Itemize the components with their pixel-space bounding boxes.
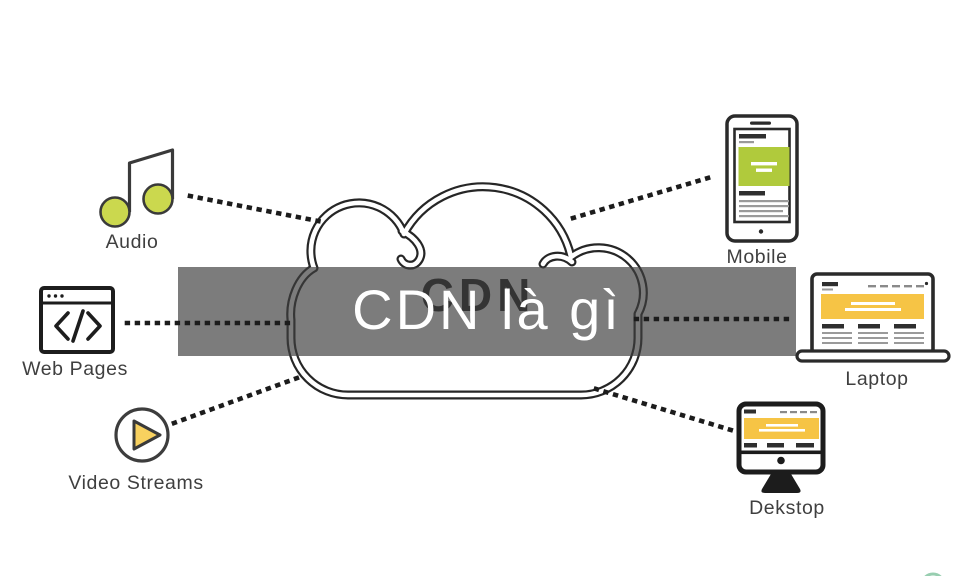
mobile-label: Mobile (726, 246, 788, 268)
connector-video-cloud (171, 374, 303, 426)
desktop-label: Dekstop (749, 497, 825, 519)
smartphone-icon (725, 114, 799, 243)
web-pages-label: Web Pages (22, 358, 128, 380)
connector-cloud-mobile (570, 175, 711, 221)
audio-label: Audio (105, 231, 159, 253)
connector-cloud-desktop (593, 386, 734, 433)
play-circle-icon (114, 407, 170, 463)
dotted-connectors (124, 175, 796, 433)
desktop-monitor-icon (736, 401, 826, 493)
connector-audio-cloud (187, 193, 326, 225)
browser-code-icon (39, 286, 115, 354)
title-banner: CDN là gì (178, 267, 796, 356)
page-title: CDN là gì (352, 278, 622, 341)
music-note-icon (99, 148, 175, 228)
laptop-icon (795, 272, 951, 363)
logo-sliver-icon (924, 572, 942, 576)
laptop-label: Laptop (845, 368, 909, 390)
video-streams-label: Video Streams (68, 472, 204, 494)
cdn-cloud-icon (286, 182, 648, 400)
